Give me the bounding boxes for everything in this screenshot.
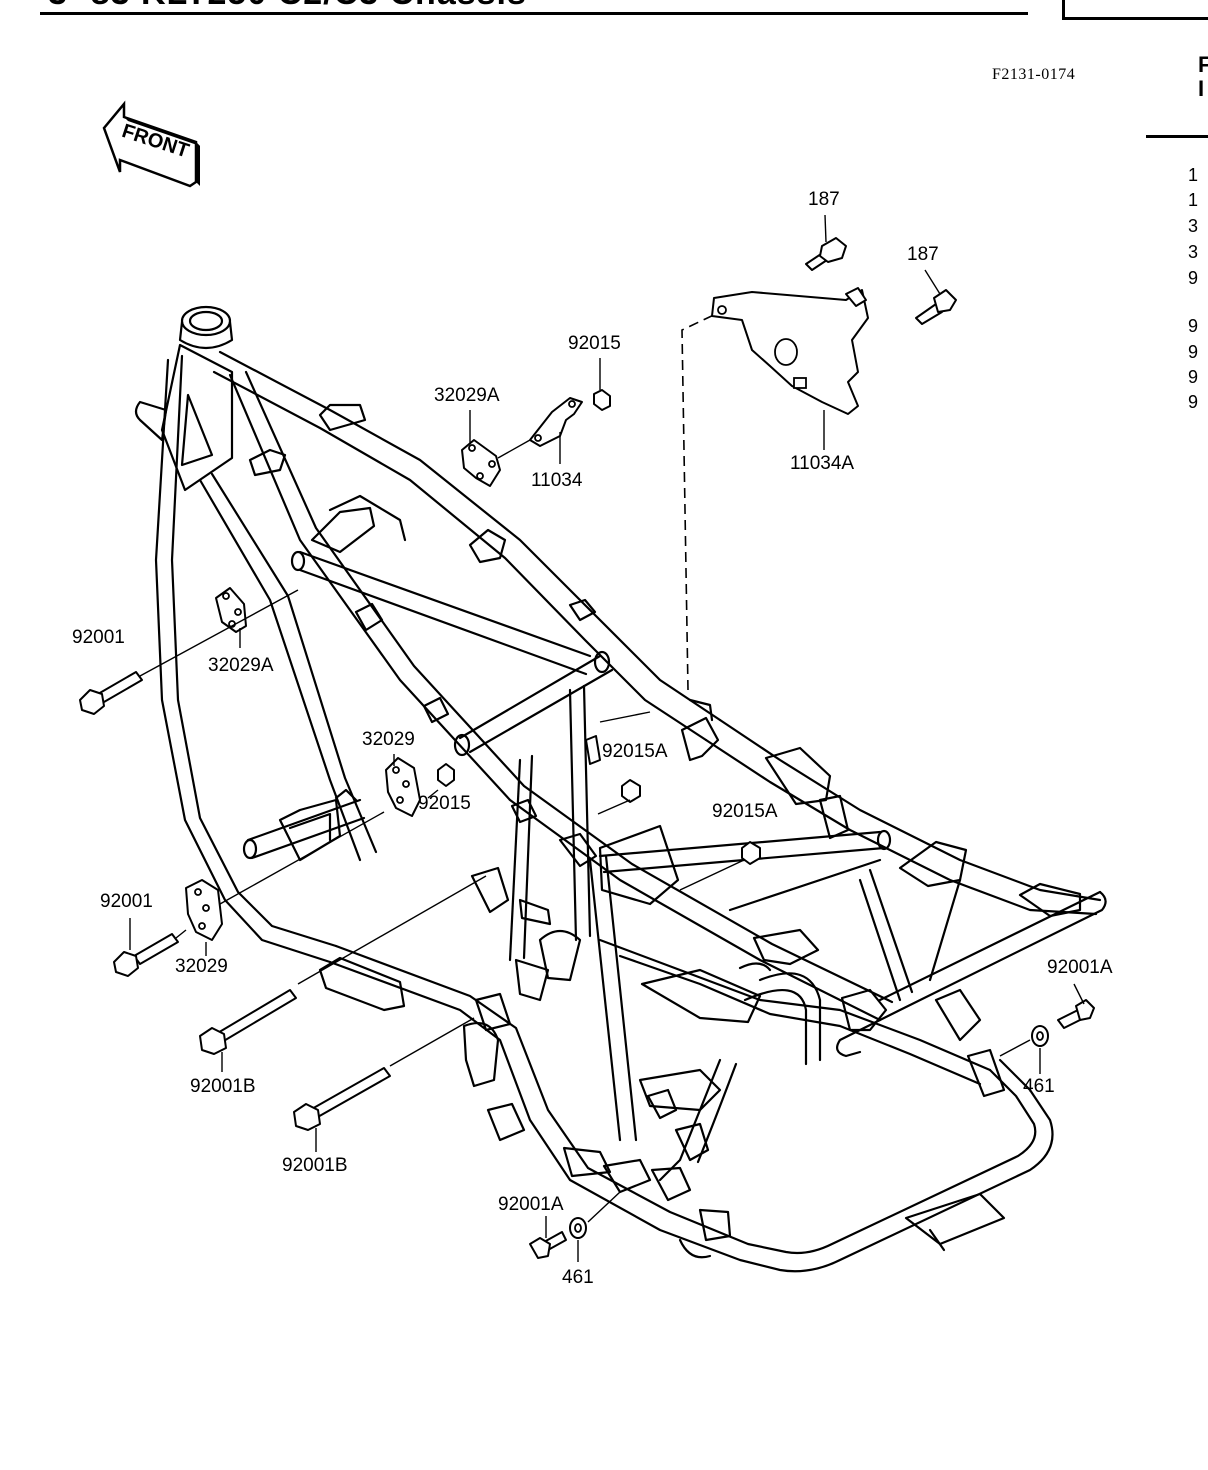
- page-title: 3- 83 KLT250 C2/C3 Chassis: [48, 0, 527, 13]
- callout-92001B-upper: 92001B: [190, 1076, 256, 1097]
- bolt-92001-lower: [113, 933, 179, 977]
- leader-lines: [129, 214, 1085, 1262]
- callout-11034A: 11034A: [790, 453, 855, 474]
- bolt-92001A-bottom: [529, 1231, 567, 1259]
- callout-32029-mid: 32029: [362, 729, 415, 750]
- callout-92001B-lower: 92001B: [282, 1155, 348, 1176]
- side-part-fragment: 9: [1188, 367, 1201, 387]
- callout-92001A-bottom: 92001A: [498, 1194, 564, 1215]
- bolt-92001B-lower: [293, 1067, 391, 1131]
- washer-461-bottom: [569, 1217, 587, 1239]
- dashed-install-line: [681, 311, 721, 691]
- bolt-187-upper: [805, 237, 847, 271]
- side-part-fragment: 9: [1188, 268, 1201, 288]
- side-part-fragment: 9: [1188, 392, 1201, 412]
- bracket-11034: [529, 397, 583, 447]
- callout-32029-lower: 32029: [175, 956, 228, 977]
- washer-461-right: [1031, 1025, 1049, 1047]
- callout-461-right: 461: [1023, 1076, 1055, 1097]
- side-part-fragment: 3: [1188, 242, 1201, 262]
- side-part-fragment: 3: [1188, 216, 1201, 236]
- side-part-fragment: 1: [1188, 190, 1201, 210]
- callout-92001-lower: 92001: [100, 891, 153, 912]
- side-heading-letter-2: I: [1198, 76, 1205, 101]
- callout-92001A-right: 92001A: [1047, 957, 1113, 978]
- bolt-92001B-upper: [199, 989, 297, 1055]
- nut-92015-top: [593, 389, 611, 411]
- callout-32029A-top: 32029A: [434, 385, 500, 406]
- plate-32029A-mid: [215, 587, 247, 633]
- nut-92015A-upper: [585, 735, 641, 803]
- bolt-92001A-right: [1057, 999, 1095, 1029]
- callout-32029A-mid: 32029A: [208, 655, 274, 676]
- nut-92015-mid: [437, 763, 455, 787]
- plate-32029A-top: [461, 439, 501, 487]
- bracket-plate-11034A: [711, 287, 869, 415]
- callout-92015A-upper: 92015A: [602, 741, 668, 762]
- plate-32029-lower: [185, 879, 223, 941]
- callout-461-bottom: 461: [562, 1267, 594, 1288]
- figure-code: F2131-0174: [992, 66, 1076, 83]
- callout-92015-top: 92015: [568, 333, 621, 354]
- side-part-fragment: 1: [1188, 165, 1201, 185]
- header-rule: [40, 0, 1028, 15]
- callout-11034: 11034: [531, 470, 583, 491]
- header-box: [1062, 0, 1208, 20]
- bolt-187-right: [915, 289, 957, 325]
- callout-92001-upper: 92001: [72, 627, 125, 648]
- side-heading-letter-1: F: [1198, 52, 1208, 77]
- frame-body: [134, 305, 1107, 1273]
- front-arrow-icon: FRONT: [102, 100, 200, 188]
- callout-187-upper: 187: [808, 189, 840, 210]
- callout-187-right: 187: [907, 244, 939, 265]
- callout-92015A-lower: 92015A: [712, 801, 778, 822]
- side-part-fragment: 9: [1188, 342, 1201, 362]
- bolt-92001-upper: [79, 671, 143, 715]
- nut-92015A-lower: [741, 841, 761, 865]
- side-part-fragment: 9: [1188, 316, 1201, 336]
- plate-32029-mid: [385, 757, 421, 817]
- side-rule: [1146, 135, 1208, 138]
- callout-92015-mid: 92015: [418, 793, 471, 814]
